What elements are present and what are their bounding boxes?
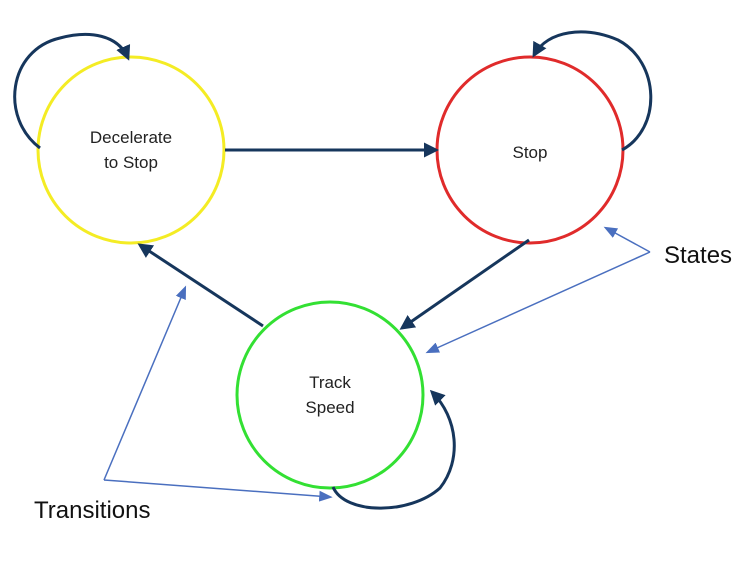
state-stop-label: Stop [513,143,548,162]
transitions-pointer-up [103,285,187,481]
states-pointer-track [425,251,651,354]
states-pointer-stop [603,226,651,253]
state-track-circle [235,300,425,490]
self-loop-track [331,389,456,510]
transition-track-to-decelerate [137,243,264,328]
state-decelerate-label-line2: to Stop [104,153,158,172]
state-stop: Stop [435,55,625,245]
state-track-speed: Track Speed [235,300,425,490]
state-decelerate-circle [36,55,226,245]
states-annotation-label: States [664,242,732,269]
state-track-label-line1: Track [309,373,351,392]
state-decelerate-to-stop: Decelerate to Stop [36,55,226,245]
self-loop-stop [532,30,653,152]
transition-stop-to-track [399,238,530,330]
state-decelerate-label-line1: Decelerate [90,128,172,147]
transitions-annotation-label: Transitions [34,497,150,524]
state-track-label-line2: Speed [305,398,354,417]
transitions-pointer-right [103,479,333,502]
self-loop-decelerate [13,32,131,150]
